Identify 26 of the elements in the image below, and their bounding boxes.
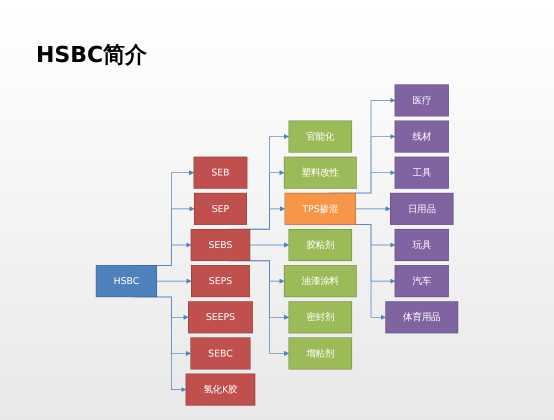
node-box: 官能化 [288,120,352,153]
node-box: SEEPS [188,301,253,334]
node-box: 油漆涂料 [284,265,357,298]
node-box: 玩具 [394,228,449,262]
node-box: 胶粘剂 [288,228,352,262]
node-box: 塑料改性 [284,156,357,189]
node-box: 线材 [394,120,449,153]
arrow [156,278,192,284]
node-box: SEP [194,192,247,225]
node-box: 工具 [394,156,449,189]
node-box: HSBC [96,265,158,298]
node-box: 体育用品 [385,301,458,334]
node-box: 增粘剂 [288,337,352,370]
node-box: SEBC [190,337,251,370]
node-box: SEB [194,156,248,189]
node-box: 医疗 [394,84,449,116]
slide-title: HSBC简介 [36,42,148,70]
node-box: 密封剂 [288,301,352,334]
node-box: 日用品 [390,192,454,225]
arrow [355,206,390,212]
node-box: TPS掺混 [284,192,356,225]
arrow [250,242,290,248]
node-box: SEPS [191,265,250,298]
node-box: SEBS [190,228,250,262]
node-box: 汽车 [394,265,449,298]
node-box: 氢化K胶 [186,374,256,406]
